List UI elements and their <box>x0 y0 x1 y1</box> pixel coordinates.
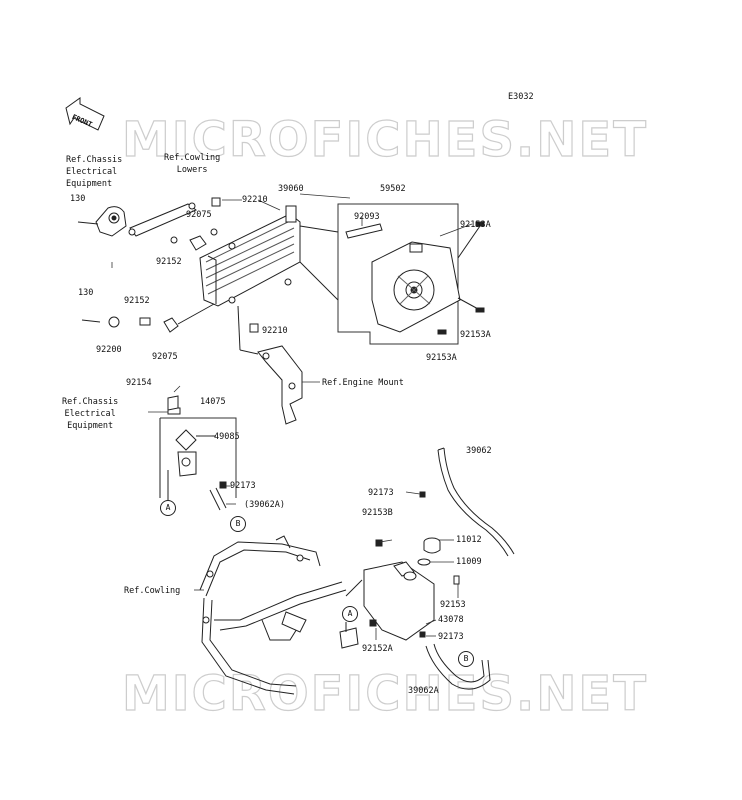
engine-mount-bracket-part <box>237 305 303 425</box>
part-14075: 14075 <box>200 397 226 407</box>
part-92173-a: 92173 <box>230 481 256 491</box>
part-92152a: 92152A <box>362 644 393 654</box>
bracket-92093-part <box>345 223 383 239</box>
gasket-11009-part <box>417 558 431 566</box>
front-direction-badge: FRONT <box>64 104 104 130</box>
cowling-stay-frame-part <box>199 535 359 695</box>
part-92152-b: 92152 <box>124 296 150 306</box>
part-130-a: 130 <box>70 194 86 204</box>
part-49085: 49085 <box>214 432 240 442</box>
hose-39062a-part <box>425 643 491 690</box>
part-92153a-b: 92153A <box>460 330 491 340</box>
hose-39062-part <box>437 447 515 557</box>
ref-chassis-mid: Ref.Chassis Electrical Equipment <box>62 397 119 431</box>
callout-a-lower: A <box>342 606 358 622</box>
part-11009: 11009 <box>456 557 482 567</box>
bolt-130-part <box>81 319 101 323</box>
front-label: FRONT <box>70 113 94 129</box>
part-43078: 43078 <box>438 615 464 625</box>
part-92173-c: 92173 <box>438 632 464 642</box>
part-92075-a: 92075 <box>186 210 212 220</box>
collar-92152-b-part <box>139 317 151 326</box>
part-92154: 92154 <box>126 378 152 388</box>
callout-b-lower: B <box>458 651 474 667</box>
part-130-b: 130 <box>78 288 94 298</box>
watermark-bottom: MICROFICHES.NET <box>121 665 648 722</box>
front-arrow-icon <box>65 97 105 131</box>
cap-11012-part <box>423 537 441 554</box>
ref-cowling: Ref.Cowling <box>124 586 181 596</box>
diagram-code: E3032 <box>508 92 534 102</box>
part-11012: 11012 <box>456 535 482 545</box>
ref-chassis-top: Ref.Chassis Electrical Equipment <box>66 155 123 189</box>
fan-assembly-part <box>371 241 461 333</box>
part-39060: 39060 <box>278 184 304 194</box>
ref-cowling-lowers: Ref.Cowling Lowers <box>164 153 221 175</box>
part-92153a-a: 92153A <box>460 220 491 230</box>
part-92210-b: 92210 <box>262 326 288 336</box>
part-39062: 39062 <box>466 446 492 456</box>
part-92173-b: 92173 <box>368 488 394 498</box>
grommet-92075-part <box>189 235 207 251</box>
part-59502: 59502 <box>380 184 406 194</box>
part-92210-a: 92210 <box>242 195 268 205</box>
ref-engine-mount: Ref.Engine Mount <box>322 378 404 388</box>
washer-92200-part <box>108 316 120 328</box>
grommet-92075-b-part <box>163 317 179 333</box>
part-92093: 92093 <box>354 212 380 222</box>
part-92152-a: 92152 <box>156 257 182 267</box>
part-92153a-c: 92153A <box>426 353 457 363</box>
cowling-rod-part <box>128 202 197 237</box>
part-39062a-paren: (39062A) <box>244 500 285 510</box>
fan-frame-outline <box>299 203 459 345</box>
radiator-part <box>199 205 301 307</box>
watermark-top: MICROFICHES.NET <box>121 111 648 168</box>
reserve-tank-part <box>345 561 435 641</box>
bracket-left-part <box>77 206 127 237</box>
part-92075-b: 92075 <box>152 352 178 362</box>
part-92153: 92153 <box>440 600 466 610</box>
part-92153b: 92153B <box>362 508 393 518</box>
part-92200: 92200 <box>96 345 122 355</box>
part-39062a: 39062A <box>408 686 439 696</box>
collar-92152-part <box>170 236 178 244</box>
callout-b-upper: B <box>230 516 246 532</box>
callout-a-upper: A <box>160 500 176 516</box>
reservoir-upper-group <box>159 395 237 511</box>
